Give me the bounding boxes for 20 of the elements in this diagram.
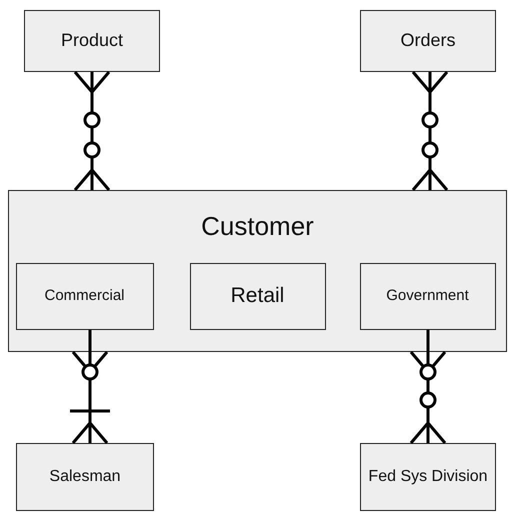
entity-name: Product (60, 30, 124, 52)
relationship-line (70, 330, 110, 444)
entity-container (8, 190, 507, 352)
entity-name: Salesman (49, 467, 121, 487)
entity-name: Fed Sys Division (368, 467, 488, 487)
entity-name: Government (386, 287, 469, 305)
entity-name: Orders (400, 30, 456, 52)
relationship-line (74, 71, 110, 191)
entity-box (360, 10, 496, 72)
relationship-line (410, 330, 446, 444)
entity-name: Customer (201, 211, 314, 242)
entity-box (360, 443, 496, 511)
entity-name: Commercial (44, 287, 124, 305)
entity-box (16, 443, 154, 511)
entity-box (16, 262, 154, 330)
entity-name: Retail (230, 283, 284, 309)
entity-box (190, 262, 326, 330)
entity-box (360, 262, 496, 330)
relationship-line (412, 71, 448, 191)
entity-box (24, 10, 160, 72)
